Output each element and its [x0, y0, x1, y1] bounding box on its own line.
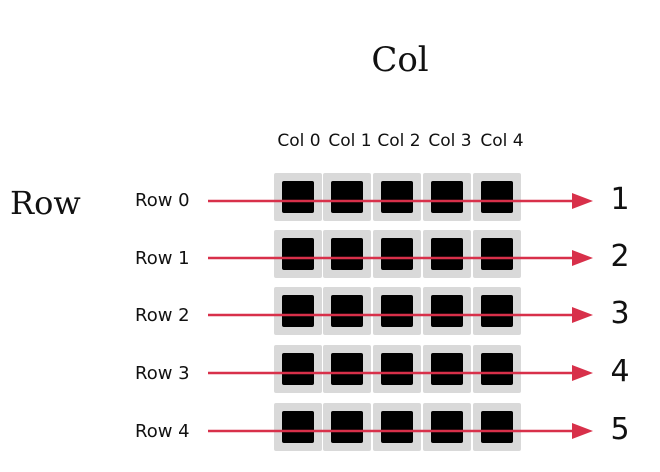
grid-cell-r2-c3	[423, 287, 471, 335]
grid-cell-r1-c3	[423, 230, 471, 278]
grid-cell-r0-c0	[274, 173, 322, 221]
col-label-4: Col 4	[480, 131, 524, 151]
grid-cell-r0-c4	[473, 173, 521, 221]
grid-cell-r3-c1	[323, 345, 371, 393]
grid-cell-r4-c0	[274, 403, 322, 451]
grid-cell-fill	[381, 411, 413, 443]
row-label-4: Row 4	[135, 421, 190, 442]
grid-cell-fill	[431, 238, 463, 270]
grid-cell-r3-c4	[473, 345, 521, 393]
row-title: Row	[10, 184, 81, 222]
row-label-3: Row 3	[135, 363, 190, 384]
grid-cell-fill	[381, 181, 413, 213]
grid-cell-fill	[282, 238, 314, 270]
grid-cell-r1-c1	[323, 230, 371, 278]
grid-cell-r1-c0	[274, 230, 322, 278]
row-number-2: 3	[610, 296, 630, 331]
col-label-3: Col 3	[428, 131, 472, 151]
row-label-0: Row 0	[135, 190, 190, 211]
grid-cell-r4-c4	[473, 403, 521, 451]
col-label-0: Col 0	[277, 131, 321, 151]
grid-cell-r2-c0	[274, 287, 322, 335]
row-label-1: Row 1	[135, 248, 190, 269]
grid-cell-fill	[481, 353, 513, 385]
grid-cell-fill	[381, 238, 413, 270]
grid-cell-r0-c2	[373, 173, 421, 221]
col-label-1: Col 1	[328, 131, 372, 151]
grid-cell-r3-c2	[373, 345, 421, 393]
grid-cell-r4-c1	[323, 403, 371, 451]
grid-cell-r1-c2	[373, 230, 421, 278]
grid-cell-fill	[282, 181, 314, 213]
grid-cell-r3-c0	[274, 345, 322, 393]
grid-cell-fill	[282, 411, 314, 443]
row-number-4: 5	[610, 412, 630, 447]
grid-cell-r2-c1	[323, 287, 371, 335]
grid-cell-r4-c3	[423, 403, 471, 451]
grid-cell-fill	[431, 353, 463, 385]
grid-cell-fill	[331, 238, 363, 270]
grid-cell-r1-c4	[473, 230, 521, 278]
grid-cell-fill	[481, 295, 513, 327]
grid-cell-fill	[431, 411, 463, 443]
grid-cell-fill	[431, 295, 463, 327]
col-title: Col	[371, 40, 429, 80]
grid-cell-fill	[481, 238, 513, 270]
grid-cell-fill	[481, 181, 513, 213]
row-arrow-1	[208, 250, 593, 266]
grid-cell-fill	[481, 411, 513, 443]
row-label-2: Row 2	[135, 305, 190, 326]
col-label-2: Col 2	[377, 131, 421, 151]
grid-cell-fill	[381, 353, 413, 385]
grid-cell-fill	[431, 181, 463, 213]
grid-cell-r2-c2	[373, 287, 421, 335]
grid-cell-r2-c4	[473, 287, 521, 335]
grid-cell-fill	[282, 353, 314, 385]
grid-cell-r3-c3	[423, 345, 471, 393]
grid-cell-fill	[331, 295, 363, 327]
grid-cell-r4-c2	[373, 403, 421, 451]
row-arrow-2	[208, 307, 593, 323]
row-arrow-0	[208, 193, 593, 209]
row-number-3: 4	[610, 354, 630, 389]
row-arrow-3	[208, 365, 593, 381]
grid-cell-r0-c1	[323, 173, 371, 221]
row-number-1: 2	[610, 239, 630, 274]
grid-cell-fill	[381, 295, 413, 327]
row-arrow-4	[208, 423, 593, 439]
grid-cell-fill	[331, 181, 363, 213]
grid-cell-r0-c3	[423, 173, 471, 221]
row-number-0: 1	[610, 182, 630, 217]
grid-cell-fill	[331, 353, 363, 385]
grid-cell-fill	[331, 411, 363, 443]
grid-cell-fill	[282, 295, 314, 327]
